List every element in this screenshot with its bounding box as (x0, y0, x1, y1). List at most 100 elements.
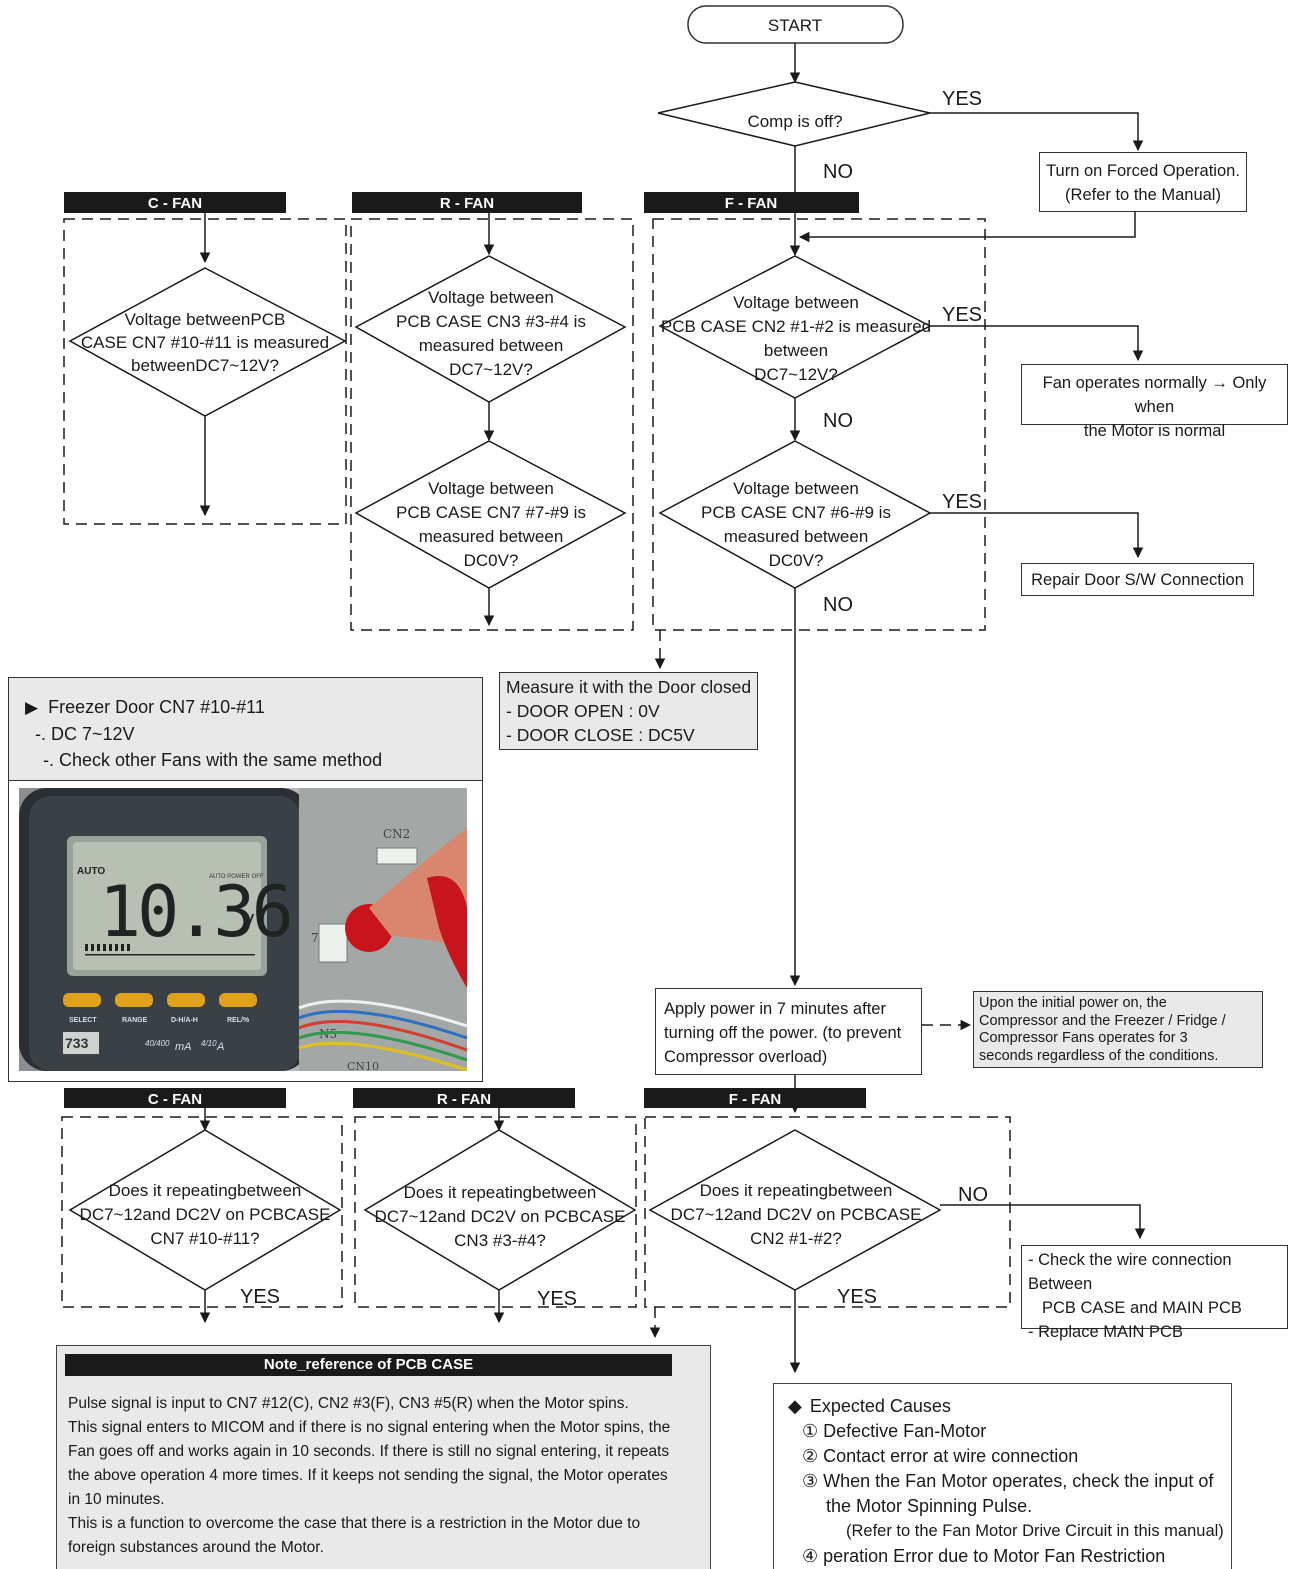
yes-label: YES (942, 304, 982, 326)
svg-text:SELECT: SELECT (69, 1017, 97, 1024)
svg-text:DC0V?: DC0V? (769, 551, 824, 570)
header-c-fan-lower: C - FAN (148, 1091, 202, 1108)
header-c-fan: C - FAN (148, 195, 202, 212)
svg-text:CN10: CN10 (347, 1060, 379, 1071)
c-fan-pulse-text: Does it repeatingbetween DC7~12and DC2V … (80, 1181, 331, 1248)
decision-r-fan-pulse (363, 1129, 637, 1291)
expected-causes-panel: ◆ Expected Causes ① Defective Fan-Motor ②… (773, 1383, 1232, 1569)
cause-item: ③ When the Fan Motor operates, check the… (802, 1471, 1214, 1491)
svg-text:PCB CASE CN3 #3-#4 is: PCB CASE CN3 #3-#4 is (396, 312, 586, 331)
header-f-fan-lower: F - FAN (729, 1091, 782, 1108)
decision-c-fan-pulse (68, 1129, 342, 1291)
svg-text:DC7~12and DC2V on PCBCASE: DC7~12and DC2V on PCBCASE (375, 1207, 626, 1226)
svg-text:Voltage between: Voltage between (733, 479, 859, 498)
multimeter-photo: AUTO AUTO POWER OFF 10.36 V SELECT RANGE… (19, 788, 467, 1071)
comp-off-text: Comp is off? (747, 112, 842, 131)
r-fan-voltage-text: Voltage between PCB CASE CN3 #3-#4 is me… (396, 288, 586, 379)
no-label: NO (823, 161, 853, 183)
info-line-1: -. DC 7~12V (35, 724, 135, 744)
yes-label: YES (537, 1288, 577, 1310)
svg-text:Does it repeatingbetween: Does it repeatingbetween (109, 1181, 302, 1200)
diamond-bullet-icon: ◆ (788, 1396, 802, 1416)
no-label: NO (958, 1184, 988, 1206)
cause-item: ② Contact error at wire connection (802, 1446, 1079, 1466)
svg-text:between: between (764, 341, 828, 360)
svg-text:Voltage between: Voltage between (428, 479, 554, 498)
svg-text:PCB CASE CN2 #1-#2 is measured: PCB CASE CN2 #1-#2 is measured (661, 317, 931, 336)
cause-item: ④ peration Error due to Motor Fan Restri… (802, 1546, 1166, 1566)
r-fan-pulse-text: Does it repeatingbetween DC7~12and DC2V … (375, 1183, 626, 1250)
header-r-fan-lower: R - FAN (437, 1091, 491, 1108)
check-wire-box: - Check the wire connection Between PCB … (1021, 1245, 1288, 1341)
note-body: Pulse signal is input to CN7 #12(C), CN2… (68, 1395, 671, 1556)
yes-label: YES (942, 491, 982, 513)
connector-lines (199, 43, 1146, 1374)
start-label: START (768, 16, 822, 35)
svg-text:REL/%: REL/% (227, 1017, 250, 1024)
note-title: Note_reference of PCB CASE (65, 1354, 672, 1376)
apply-power-box: Apply power in 7 minutes after turning o… (655, 988, 922, 1075)
svg-text:Voltage betweenPCB: Voltage betweenPCB (125, 310, 286, 329)
svg-text:CN3 #3-#4?: CN3 #3-#4? (454, 1231, 546, 1250)
svg-text:CN2: CN2 (383, 827, 410, 841)
forced-operation-box: Turn on Forced Operation. (Refer to the … (1039, 152, 1247, 212)
info-title: Freezer Door CN7 #10-#11 (48, 697, 265, 717)
fan-normal-box: Fan operates normally → Only when the Mo… (1021, 364, 1288, 440)
section-headers: C - FAN R - FAN F - FAN C - FAN R - FAN … (64, 192, 866, 1108)
svg-text:PCB CASE CN7 #7-#9 is: PCB CASE CN7 #7-#9 is (396, 503, 586, 522)
f-fan-voltage-text: Voltage between PCB CASE CN2 #1-#2 is me… (661, 293, 931, 384)
header-f-fan: F - FAN (725, 195, 778, 212)
svg-text:RANGE: RANGE (122, 1017, 148, 1024)
svg-text:mA: mA (175, 1041, 192, 1053)
play-triangle-icon: ▶ (25, 698, 39, 717)
svg-text:DC7~12and DC2V on PCBCASE: DC7~12and DC2V on PCBCASE (80, 1205, 331, 1224)
meter-auto-power-label: AUTO POWER OFF (209, 874, 264, 880)
yes-label: YES (942, 88, 982, 110)
svg-text:D-H/A-H: D-H/A-H (171, 1017, 198, 1024)
svg-text:DC7~12and DC2V on PCBCASE: DC7~12and DC2V on PCBCASE (671, 1205, 922, 1224)
yes-label: YES (837, 1286, 877, 1308)
svg-text:4/10: 4/10 (201, 1039, 217, 1048)
no-label: NO (823, 594, 853, 616)
svg-text:CASE CN7 #10-#11 is measured: CASE CN7 #10-#11 is measured (81, 333, 329, 352)
svg-text:DC7~12V?: DC7~12V? (449, 360, 533, 379)
meter-reading: 10.36 (99, 871, 290, 953)
cause-item: ① Defective Fan-Motor (802, 1421, 987, 1441)
branch-labels: YES NO YES NO YES NO NO YES YES YES (240, 88, 988, 1310)
dashed-groups (61, 218, 1011, 1339)
f-fan-door-text: Voltage between PCB CASE CN7 #6-#9 is me… (701, 479, 891, 570)
svg-text:CN2 #1-#2?: CN2 #1-#2? (750, 1229, 842, 1248)
meter-unit: V (241, 911, 255, 933)
decision-comp-off (657, 81, 931, 147)
multimeter-image: AUTO AUTO POWER OFF 10.36 V SELECT RANGE… (19, 788, 467, 1071)
causes-title: Expected Causes (809, 1396, 951, 1416)
svg-text:7: 7 (311, 931, 319, 945)
decision-c-fan-voltage (68, 267, 347, 417)
repair-door-box: Repair Door S/W Connection (1021, 563, 1254, 596)
svg-text:CN7 #10-#11?: CN7 #10-#11? (150, 1229, 259, 1248)
yes-label: YES (240, 1286, 280, 1308)
svg-text:PCB CASE CN7 #6-#9 is: PCB CASE CN7 #6-#9 is (701, 503, 891, 522)
meter-auto-label: AUTO (77, 866, 105, 877)
svg-text:A: A (216, 1041, 224, 1053)
svg-text:measured between: measured between (419, 527, 564, 546)
no-label: NO (823, 410, 853, 432)
measurement-info-panel: ▶ Freezer Door CN7 #10-#11 -. DC 7~12V -.… (8, 677, 483, 1082)
info-text: ▶ Freezer Door CN7 #10-#11 -. DC 7~12V -.… (9, 678, 482, 781)
svg-text:Voltage between: Voltage between (733, 293, 859, 312)
measure-door-box: Measure it with the Door closed - DOOR O… (499, 672, 758, 750)
svg-text:measured between: measured between (724, 527, 869, 546)
info-line-2: -. Check other Fans with the same method (43, 750, 383, 770)
meter-model: 733 (65, 1035, 89, 1051)
r-fan-door-text: Voltage between PCB CASE CN7 #7-#9 is me… (396, 479, 586, 570)
decision-f-fan-pulse (648, 1129, 942, 1291)
svg-text:measured between: measured between (419, 336, 564, 355)
svg-text:DC7~12V?: DC7~12V? (754, 365, 838, 384)
header-r-fan: R - FAN (440, 195, 494, 212)
decision-r-fan-door (354, 440, 627, 589)
f-fan-pulse-text: Does it repeatingbetween DC7~12and DC2V … (671, 1181, 922, 1248)
cause-item-continued: the Motor Spinning Pulse. (826, 1496, 1033, 1516)
svg-text:40/400: 40/400 (145, 1039, 170, 1048)
